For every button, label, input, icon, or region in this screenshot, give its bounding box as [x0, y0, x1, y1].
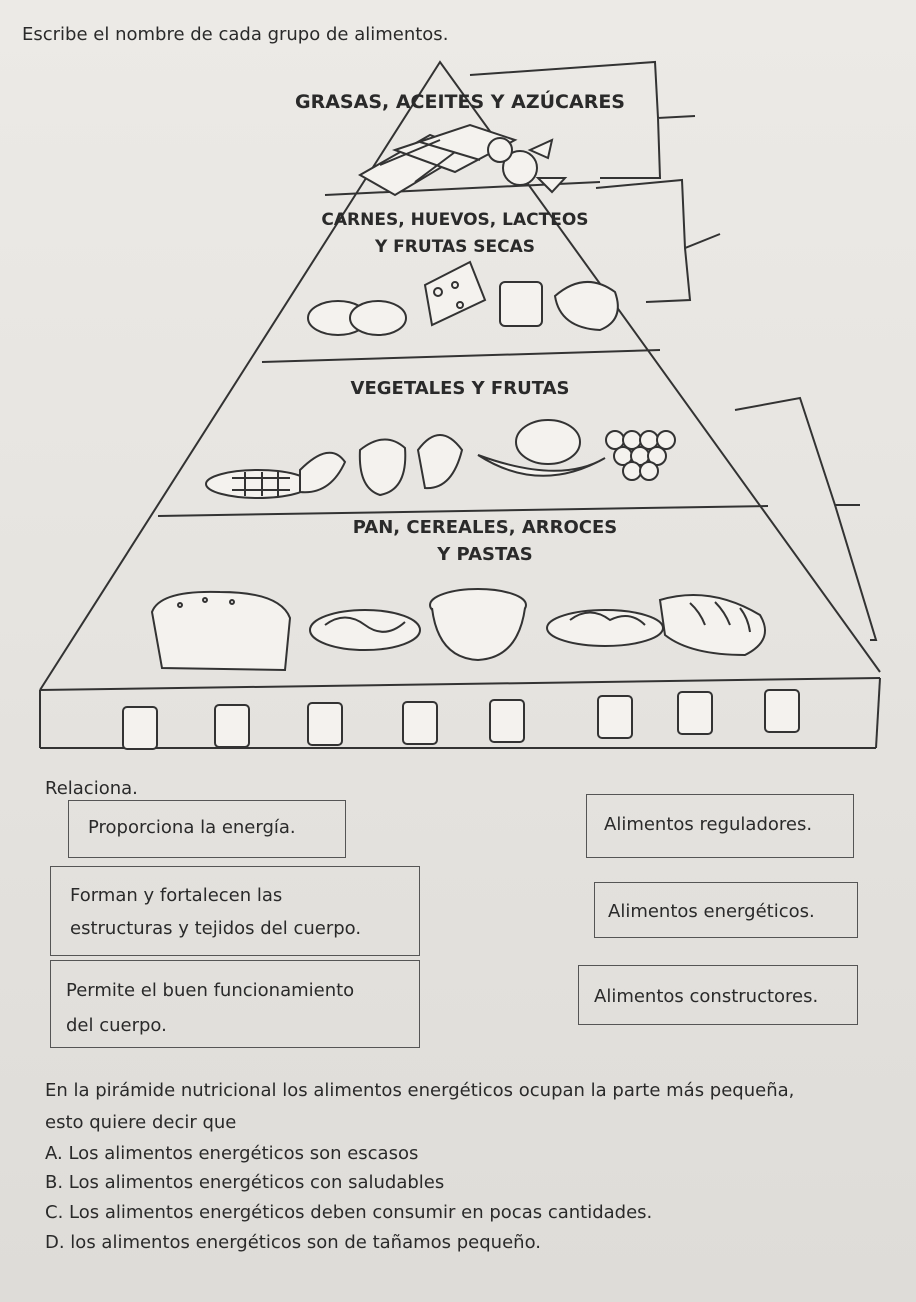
option-b[interactable]: B. Los alimentos energéticos con saludab…: [45, 1172, 445, 1193]
answer-bracket-3: [734, 396, 878, 641]
water-glass-icon: [402, 701, 438, 745]
relate-left-text-1: Proporciona la energía.: [88, 817, 296, 838]
divider-2: [261, 349, 661, 363]
relate-left-text-3b: del cuerpo.: [66, 1015, 167, 1036]
grains-illustration: [150, 588, 766, 672]
level-4-label-line2: Y PASTAS: [436, 544, 533, 565]
question-stem-line2: esto quiere decir que: [45, 1112, 237, 1133]
level-1-label: GRASAS, ACEITES Y AZÚCARES: [295, 89, 625, 113]
relate-title: Relaciona.: [45, 778, 138, 799]
option-a[interactable]: A. Los alimentos energéticos son escasos: [45, 1143, 419, 1164]
relate-left-text-2b: estructuras y tejidos del cuerpo.: [70, 918, 362, 939]
relate-right-text-3: Alimentos constructores.: [594, 986, 819, 1007]
relate-left-text-3a: Permite el buen funcionamiento: [66, 980, 355, 1001]
protein-illustration: [307, 260, 619, 336]
pyramid-outline: [39, 60, 881, 691]
option-c[interactable]: C. Los alimentos energéticos deben consu…: [45, 1202, 653, 1223]
water-glass-icon: [307, 702, 343, 746]
water-glass-icon: [122, 706, 158, 750]
water-glasses: [122, 689, 800, 750]
water-glass-icon: [764, 689, 800, 733]
sweets-illustration: [357, 123, 568, 197]
water-glass-icon: [214, 704, 250, 748]
option-d[interactable]: D. los alimentos energéticos son de taña…: [45, 1232, 541, 1253]
relate-right-box-3[interactable]: [578, 965, 858, 1025]
answer-bracket-2: [595, 178, 721, 303]
relate-right-text-2: Alimentos energéticos.: [608, 901, 815, 922]
divider-3: [157, 505, 769, 517]
relate-left-box-3[interactable]: [50, 960, 420, 1048]
water-glass-icon: [597, 695, 633, 739]
level-2-label-line2: Y FRUTAS SECAS: [374, 237, 535, 257]
vegetables-fruits-illustration: [205, 419, 676, 499]
water-glass-icon: [677, 691, 713, 735]
answer-bracket-1: [469, 60, 696, 179]
level-3-label: VEGETALES Y FRUTAS: [351, 378, 570, 399]
water-glass-icon: [489, 699, 525, 743]
relate-right-box-1[interactable]: [586, 794, 854, 858]
question-stem-line1: En la pirámide nutricional los alimentos…: [45, 1080, 795, 1101]
relate-right-text-1: Alimentos reguladores.: [604, 814, 813, 835]
relate-right-box-2[interactable]: [594, 882, 858, 938]
level-4-label-line1: PAN, CEREALES, ARROCES: [353, 517, 618, 538]
relate-left-box-2[interactable]: [50, 866, 420, 956]
level-2-label-line1: CARNES, HUEVOS, LACTEOS: [321, 210, 588, 230]
relate-left-box-1[interactable]: [68, 800, 346, 858]
relate-left-text-2a: Forman y fortalecen las: [70, 885, 283, 906]
food-pyramid: GRASAS, ACEITES Y AZÚCARES CARNES, HUEVO…: [39, 60, 881, 750]
instruction: Escribe el nombre de cada grupo de alime…: [22, 24, 449, 45]
